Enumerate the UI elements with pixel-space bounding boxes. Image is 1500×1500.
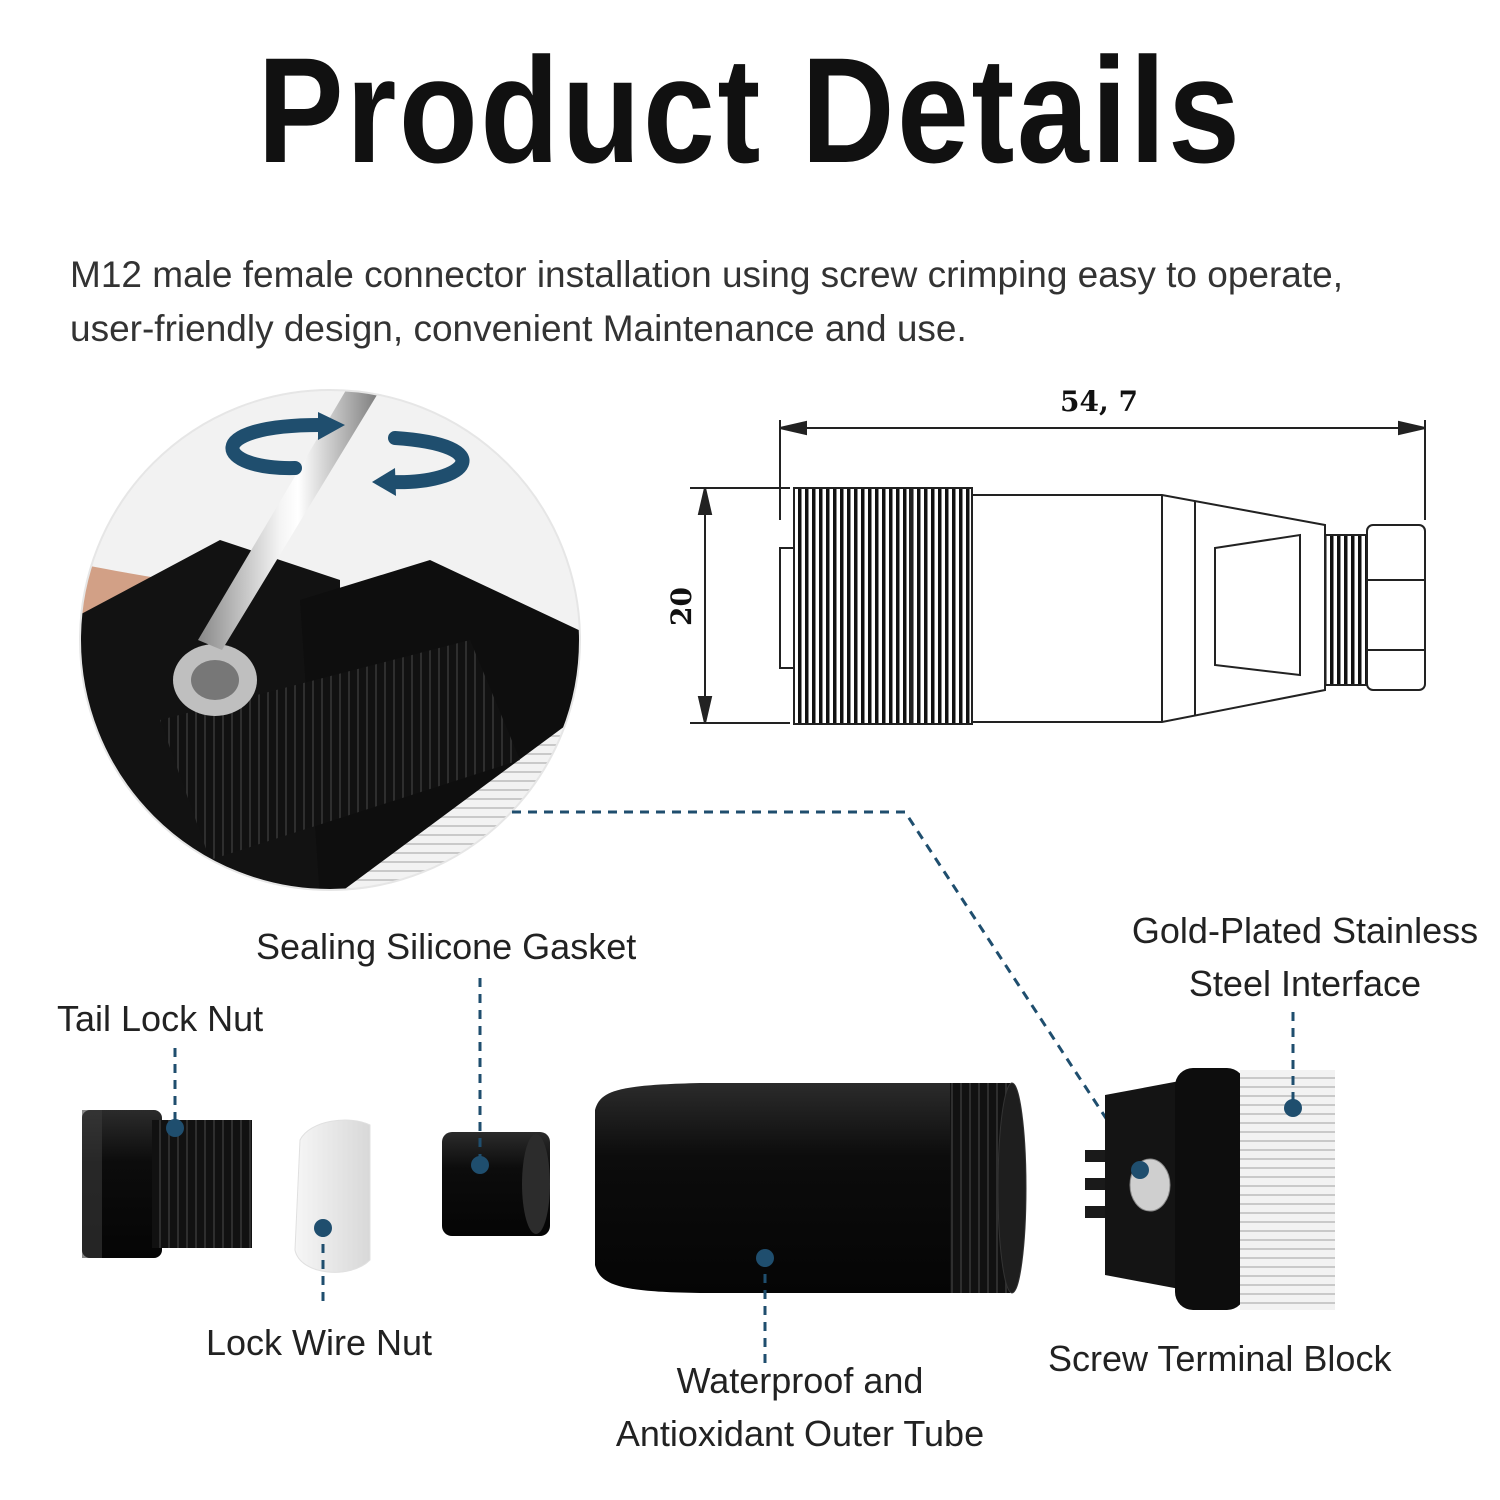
label-tail-lock-nut: Tail Lock Nut: [57, 998, 264, 1039]
product-description: M12 male female connector installation u…: [70, 248, 1470, 356]
label-gold-interface: Gold-Plated Stainless Steel Interface: [1120, 910, 1490, 1005]
callout-dot: [756, 1249, 774, 1267]
lock-wire-nut-part: [294, 1119, 371, 1273]
label-gold-interface-line-1: Gold-Plated Stainless: [1131, 910, 1479, 951]
callout-dot: [166, 1119, 184, 1137]
description-line-2: user-friendly design, convenient Mainten…: [70, 308, 967, 349]
callout-dot: [1131, 1161, 1149, 1179]
leader-closeup: [512, 810, 1142, 1171]
callout-dot: [471, 1156, 489, 1174]
page-title: Product Details: [257, 26, 1243, 194]
label-outer-tube: Waterproof and Antioxidant Outer Tube: [600, 1360, 1000, 1455]
label-outer-tube-line-1: Waterproof and: [676, 1360, 924, 1401]
label-sealing-gasket: Sealing Silicone Gasket: [256, 926, 637, 967]
callout-dot: [314, 1219, 332, 1237]
label-outer-tube-line-2: Antioxidant Outer Tube: [615, 1413, 985, 1455]
outer-tube-part: [595, 1082, 1027, 1294]
label-gold-interface-line-2: Steel Interface: [1188, 963, 1422, 1005]
tail-lock-nut-part: [82, 1110, 252, 1258]
label-lock-wire-nut: Lock Wire Nut: [206, 1322, 433, 1363]
callout-dot: [1284, 1099, 1302, 1117]
label-screw-terminal: Screw Terminal Block: [1048, 1338, 1392, 1379]
technical-drawing: [690, 420, 1426, 725]
description-line-1: M12 male female connector installation u…: [70, 254, 1344, 295]
dimension-diameter: 20: [664, 587, 698, 626]
dimension-length: 54, 7: [1060, 385, 1138, 418]
rotation-arrows-icon: [225, 418, 470, 490]
sealing-gasket-part: [442, 1132, 550, 1236]
screwdriver-closeup: [80, 390, 580, 890]
